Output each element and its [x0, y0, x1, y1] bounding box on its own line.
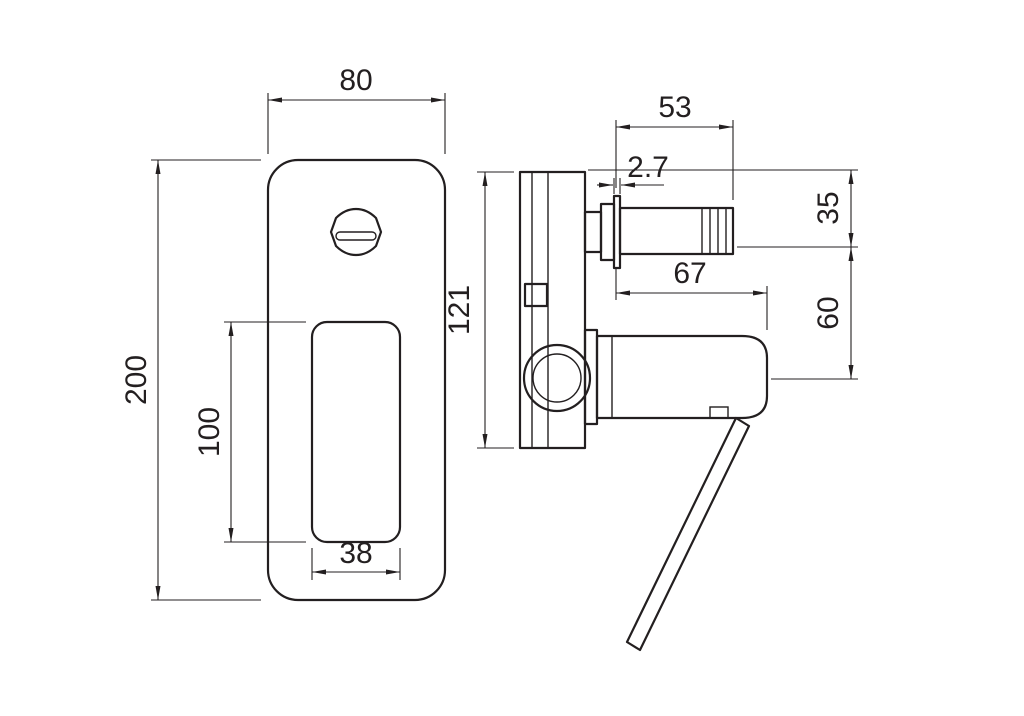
diverter-button-outline: [329, 207, 383, 257]
dimension-spout-length: 53: [615, 91, 734, 200]
cartridge-inner-circle: [532, 353, 582, 403]
handle-pivot-detail: [709, 406, 729, 419]
dim-label-handle-length: 67: [673, 257, 706, 290]
spout-step: [583, 210, 603, 254]
dimension-plate-width: 80: [267, 64, 446, 154]
handle-body: [595, 334, 769, 420]
handle-lever: [625, 416, 751, 652]
dim-label-plate-height: 200: [120, 355, 153, 405]
dimension-handle-cutout-width: 38: [311, 537, 401, 580]
dim-label-spout-drop: 35: [812, 191, 845, 224]
spout-body: [618, 206, 735, 256]
diverter-button-slot: [335, 231, 377, 241]
spout-nut: [599, 202, 616, 262]
front-view: [266, 158, 447, 602]
dimension-spout-drop: 35: [588, 169, 858, 248]
dim-label-handle-drop: 60: [812, 296, 845, 329]
dim-label-plate-width: 80: [339, 64, 372, 97]
dimension-handle-length: 67: [615, 257, 768, 330]
dim-label-plate-thickness: 2.7: [627, 151, 669, 184]
cartridge-outer-circle: [522, 343, 592, 413]
side-view: [518, 170, 769, 652]
dim-label-handle-cutout-height: 100: [193, 407, 226, 457]
dimension-plate-thickness: 2.7: [597, 151, 669, 194]
dimension-body-height: 121: [443, 171, 514, 449]
dimension-handle-drop: 60: [771, 247, 858, 380]
faceplate-outline: [266, 158, 447, 602]
dim-label-handle-cutout-width: 38: [339, 537, 372, 570]
valve-body-outline: [518, 170, 587, 450]
dim-label-body-height: 121: [443, 285, 476, 335]
dimension-plate-height: 200: [120, 159, 261, 601]
dim-label-spout-length: 53: [658, 91, 691, 124]
body-detail-square: [523, 282, 549, 308]
dimension-handle-cutout-height: 100: [193, 321, 306, 543]
handle-cutout-outline: [310, 320, 402, 544]
